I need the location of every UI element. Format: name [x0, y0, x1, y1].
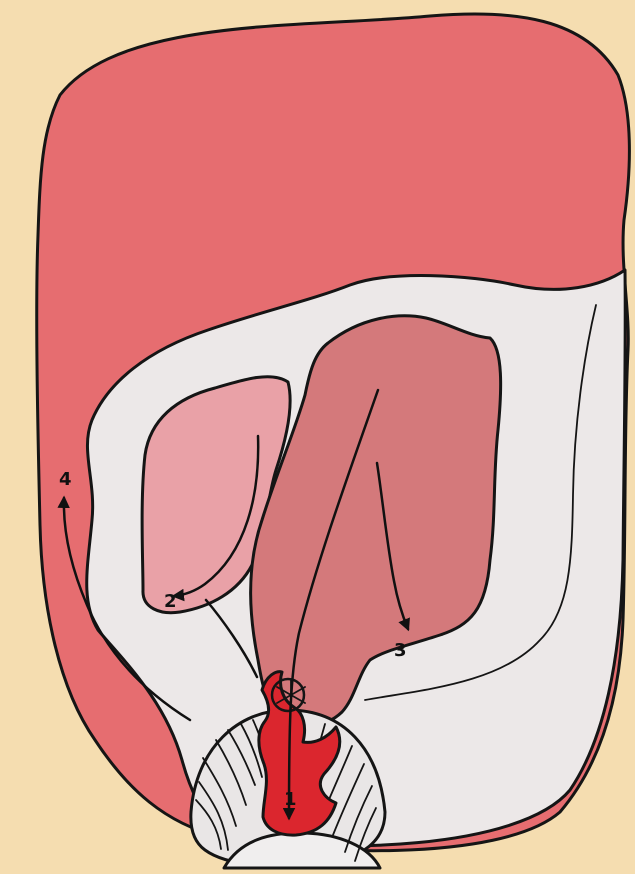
- label-4: 4: [59, 469, 72, 490]
- label-2: 2: [164, 591, 177, 612]
- label-1: 1: [284, 789, 297, 810]
- label-3: 3: [394, 640, 407, 661]
